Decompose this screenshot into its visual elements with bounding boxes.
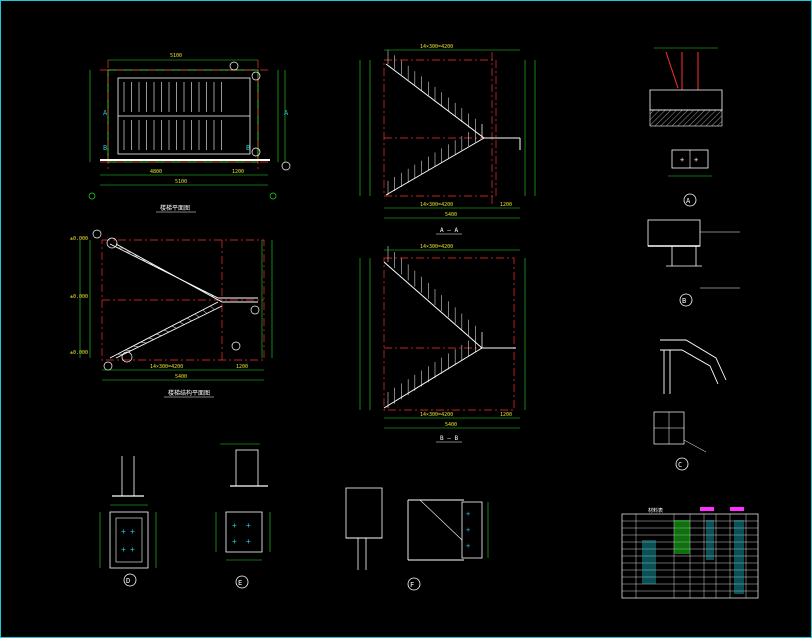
section-a-dim-landing: 1200 bbox=[500, 202, 512, 208]
svg-text:+: + bbox=[232, 537, 237, 546]
svg-text:A: A bbox=[284, 109, 289, 117]
plan-bottom-dim-2: 14×300=4200 bbox=[150, 364, 183, 370]
plan-top-caption: 楼梯平面图 bbox=[160, 204, 190, 212]
table-title: 材料表 bbox=[648, 507, 663, 514]
detail-c: C bbox=[653, 339, 727, 471]
plan-top-dim-3: 1200 bbox=[232, 169, 244, 175]
plan-top-dim-1: 5100 bbox=[175, 179, 187, 185]
svg-text:5100: 5100 bbox=[170, 53, 182, 59]
plan-bottom-dim-3: 1200 bbox=[236, 364, 248, 370]
svg-text:+: + bbox=[130, 527, 135, 536]
section-b-dim-total: 5400 bbox=[445, 422, 457, 428]
svg-text:+: + bbox=[694, 156, 698, 164]
svg-text:±0.000: ±0.000 bbox=[70, 350, 88, 356]
section-b-dim-top: 14×300=4200 bbox=[420, 244, 453, 250]
section-a-dim-top: 14×300=4200 bbox=[420, 44, 453, 50]
detail-d: + + + + D bbox=[99, 456, 157, 587]
svg-text:+: + bbox=[680, 156, 684, 164]
detail-b: B bbox=[647, 219, 740, 307]
detail-d-label: D bbox=[126, 577, 130, 585]
svg-text:14×300=4200: 14×300=4200 bbox=[420, 412, 453, 418]
svg-text:+: + bbox=[246, 537, 251, 546]
plan-view-top: 5100 5100 4800 1200 A A B B 楼梯平面图 bbox=[88, 53, 291, 213]
detail-e: + + + + E bbox=[215, 443, 271, 589]
section-b-b: 14×300=4200 14×300=4200 5400 1200 B — B bbox=[359, 244, 526, 443]
detail-c-label: C bbox=[678, 461, 682, 469]
detail-a: + + A bbox=[649, 47, 723, 207]
section-a-dim-total: 5400 bbox=[445, 212, 457, 218]
plan-top-dim-2: 4800 bbox=[150, 169, 162, 175]
detail-a-label: A bbox=[686, 197, 691, 205]
material-table: 材料表 bbox=[621, 507, 759, 599]
svg-text:±0.000: ±0.000 bbox=[70, 294, 88, 300]
svg-text:A: A bbox=[103, 109, 108, 117]
svg-text:14×300=4200: 14×300=4200 bbox=[420, 202, 453, 208]
svg-text:+: + bbox=[466, 510, 470, 518]
detail-b-label: B bbox=[682, 297, 686, 305]
plan-view-bottom: ±0.000 ±0.000 ±0.000 5400 14×300=4200 12… bbox=[70, 229, 273, 398]
svg-text:+: + bbox=[246, 521, 251, 530]
svg-text:B: B bbox=[246, 144, 250, 152]
svg-text:+: + bbox=[232, 521, 237, 530]
svg-text:+: + bbox=[130, 545, 135, 554]
plan-bottom-caption: 楼梯结构平面图 bbox=[168, 389, 210, 397]
detail-e-label: E bbox=[238, 579, 242, 587]
section-b-caption: B — B bbox=[440, 435, 458, 442]
section-a-caption: A — A bbox=[440, 227, 458, 234]
section-a-a: 14×300=4200 14×300=4200 5400 1200 A — A bbox=[359, 44, 536, 235]
svg-text:+: + bbox=[466, 526, 470, 534]
svg-text:+: + bbox=[466, 542, 470, 550]
detail-f-label: F bbox=[410, 581, 414, 589]
section-b-dim-landing: 1200 bbox=[500, 412, 512, 418]
plan-bottom-dim-1: 5400 bbox=[175, 374, 187, 380]
svg-text:+: + bbox=[121, 527, 126, 536]
detail-f: + + + F bbox=[345, 487, 489, 591]
svg-text:±0.000: ±0.000 bbox=[70, 236, 88, 242]
svg-text:B: B bbox=[103, 144, 107, 152]
svg-text:+: + bbox=[121, 545, 126, 554]
